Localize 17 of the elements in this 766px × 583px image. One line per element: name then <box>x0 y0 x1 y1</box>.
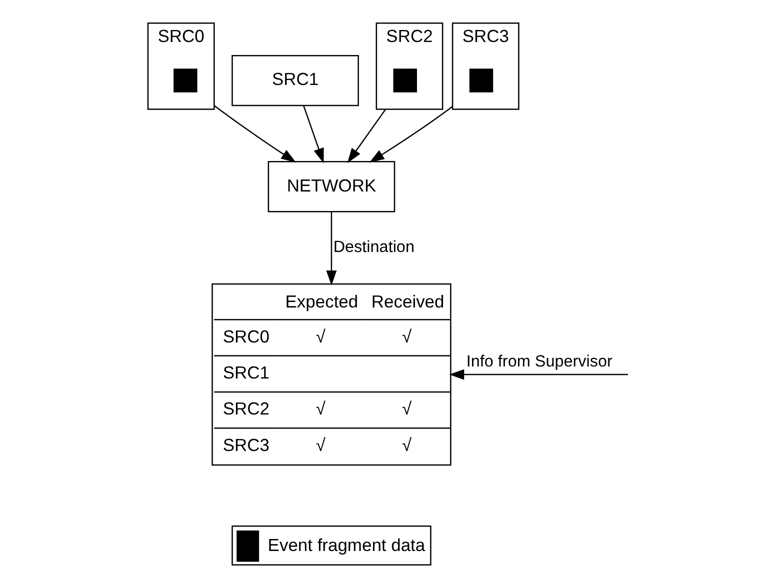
arrow <box>302 106 324 164</box>
arrow <box>326 212 336 286</box>
legend-label: Event fragment data <box>267 534 425 555</box>
arrow <box>368 106 452 163</box>
edge-label: Destination <box>332 238 414 256</box>
cluster: SRC2 <box>375 22 443 110</box>
arrow <box>213 104 296 163</box>
node-box <box>173 68 197 92</box>
node-box <box>468 68 493 92</box>
edge-label: Info from Supervisor <box>466 352 612 370</box>
cluster: SRC0 <box>146 22 214 110</box>
cluster: SRC3 <box>451 22 519 110</box>
node-box: NETWORK <box>267 161 395 212</box>
arrow <box>346 108 386 164</box>
node-box: SRC1 <box>231 54 358 106</box>
node-box <box>392 68 416 92</box>
arrow <box>448 369 628 380</box>
